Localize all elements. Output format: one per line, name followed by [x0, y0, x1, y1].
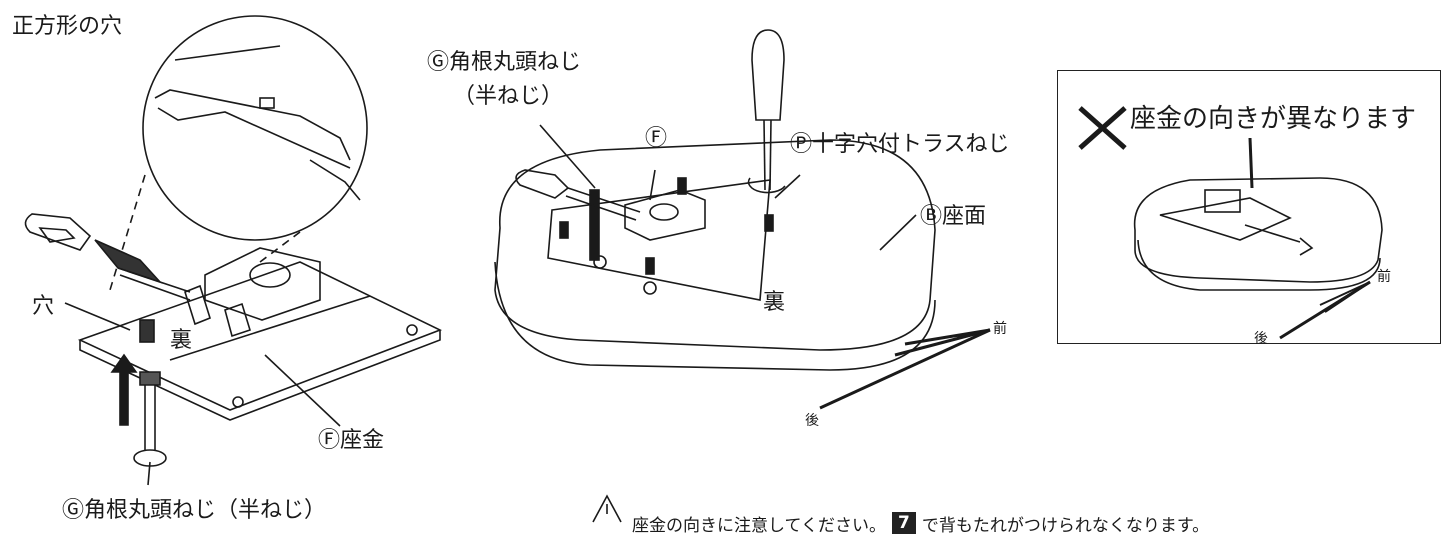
- seat-cushion: [494, 139, 936, 351]
- label-hole: 穴: [32, 294, 55, 319]
- label-front-center: 前: [993, 321, 1007, 337]
- magnifier-circle: [142, 15, 368, 241]
- label-washer: Ⓕ座金: [318, 428, 385, 453]
- square-hole: [259, 97, 275, 109]
- label-back-center: 裏: [763, 290, 786, 315]
- label-wrong-title: 座金の向きが異なります: [1130, 104, 1417, 134]
- washer-plate: [77, 261, 443, 411]
- screwdriver-handle: [751, 29, 785, 121]
- label-square-hole: 正方形の穴: [12, 14, 123, 39]
- caution-note: 座金の向きに注意してください。 7 で背もたれがつけられなくなります。: [592, 508, 1209, 538]
- wrong-orientation-panel: [1057, 70, 1441, 344]
- label-bolt-left: Ⓖ角根丸頭ねじ（半ねじ）: [62, 498, 327, 523]
- label-bolt-center-line2: （半ねじ）: [453, 84, 564, 109]
- label-front-panel: 前: [1377, 269, 1391, 285]
- caution-text-before: 座金の向きに注意してください。: [632, 515, 886, 536]
- label-seat: Ⓑ座面: [920, 204, 987, 229]
- label-truss-screw: Ⓟ十字穴付トラスねじ: [790, 132, 1010, 157]
- label-back-left: 裏: [170, 328, 193, 353]
- label-rear-panel: 後: [1254, 331, 1268, 347]
- step-badge: 7: [891, 512, 916, 534]
- label-washer-tag: Ⓕ: [645, 126, 668, 151]
- label-rear-center: 後: [805, 413, 819, 429]
- caution-text-after: で背もたれがつけられなくなります。: [921, 515, 1210, 536]
- label-bolt-center-line1: Ⓖ角根丸頭ねじ: [427, 50, 582, 75]
